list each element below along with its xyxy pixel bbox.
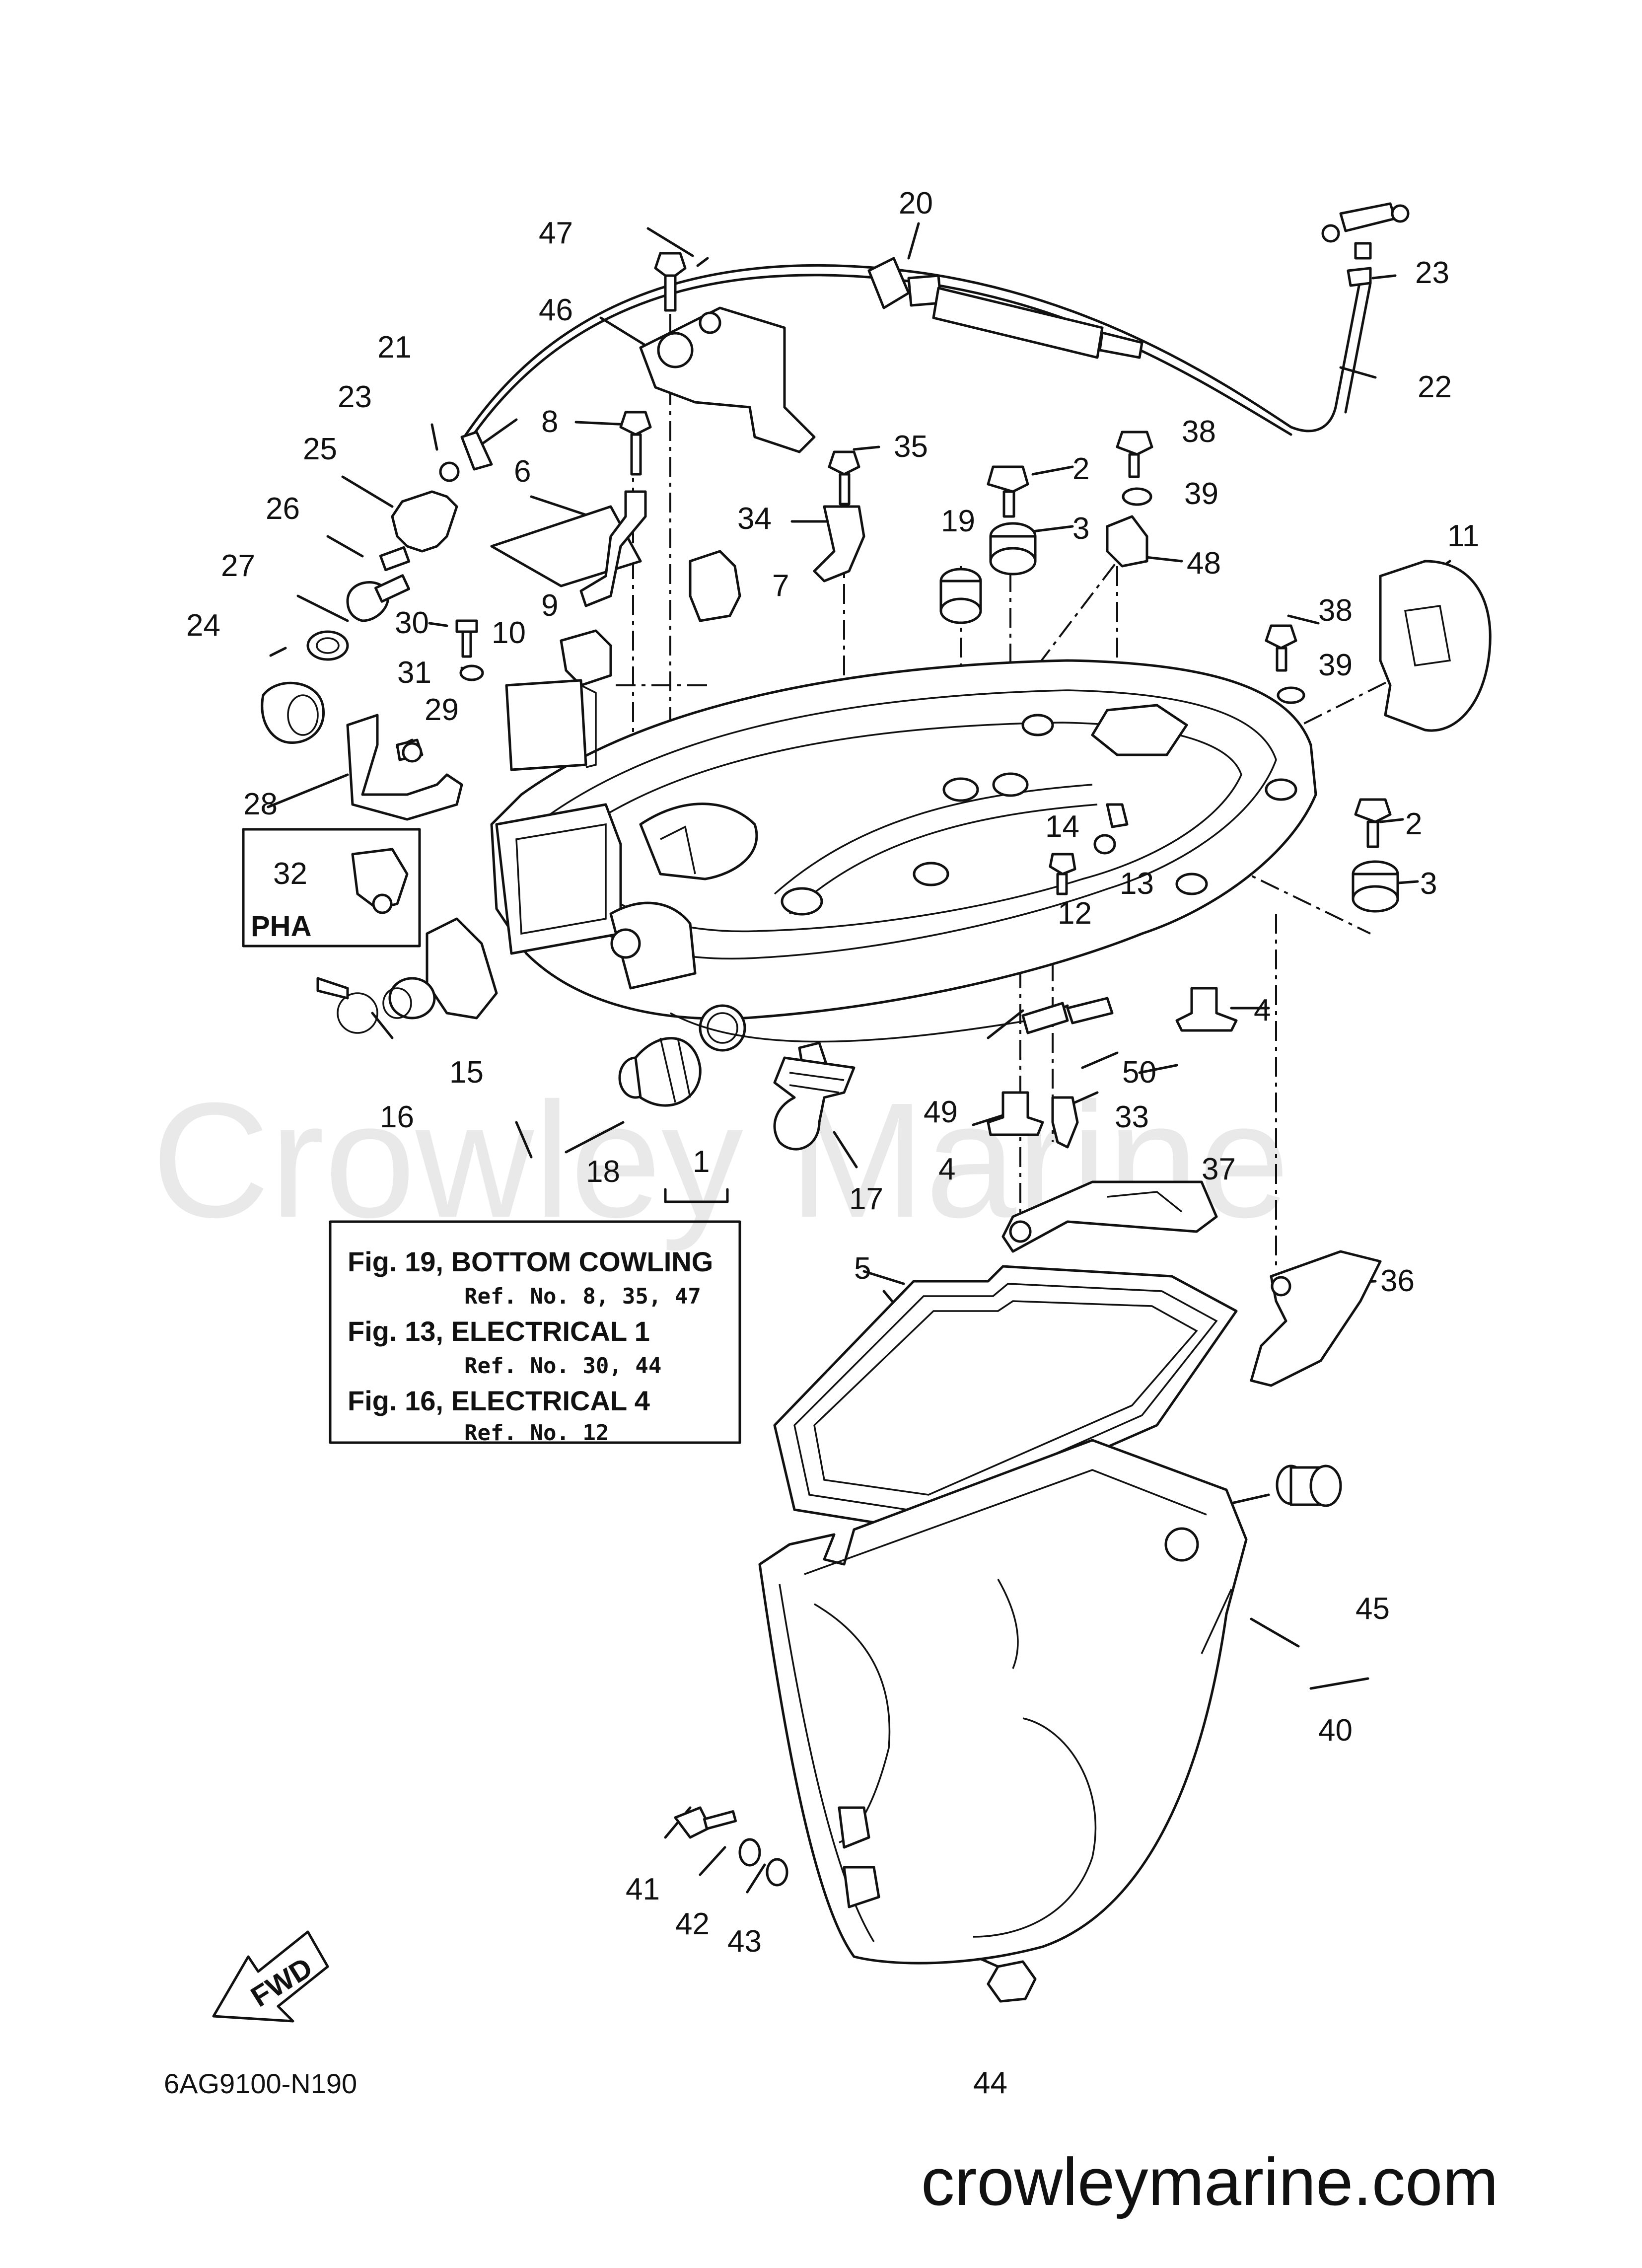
- callout-8: 8: [541, 405, 558, 439]
- callout-31: 31: [397, 656, 431, 690]
- callout-37: 37: [1202, 1152, 1236, 1186]
- website-url: crowleymarine.com: [921, 2144, 1499, 2219]
- callout-30: 30: [395, 606, 429, 640]
- reference-1-title: Fig. 19, BOTTOM COWLING: [348, 1246, 713, 1277]
- callout-44: 44: [973, 2066, 1007, 2100]
- callout-21: 21: [377, 330, 412, 365]
- callout-20: 20: [899, 186, 933, 220]
- reference-3-refs: Ref. No. 12: [464, 1420, 609, 1446]
- callout-33: 33: [1115, 1100, 1149, 1134]
- lower-case: [758, 1439, 1248, 1965]
- callout-22: 22: [1418, 370, 1452, 404]
- callout-36: 36: [1380, 1264, 1415, 1298]
- callout-43: 43: [727, 1924, 762, 1959]
- callout-46: 46: [539, 293, 573, 327]
- lower-gasket: [773, 1265, 1238, 1531]
- callout-39-top: 39: [1184, 477, 1218, 511]
- callout-3-top: 3: [1072, 512, 1089, 546]
- callout-10: 10: [492, 616, 526, 650]
- callout-50: 50: [1122, 1055, 1156, 1090]
- callout-24: 24: [186, 608, 220, 643]
- callout-23-left: 23: [338, 380, 372, 414]
- callout-12: 12: [1058, 896, 1092, 931]
- reference-2-refs: Ref. No. 30, 44: [464, 1353, 661, 1379]
- reference-1-refs: Ref. No. 8, 35, 47: [464, 1284, 701, 1309]
- callout-14: 14: [1045, 809, 1079, 844]
- callout-28: 28: [243, 787, 278, 821]
- callout-4-right: 4: [1254, 993, 1271, 1027]
- callout-41: 41: [626, 1872, 660, 1906]
- reference-2-title: Fig. 13, ELECTRICAL 1: [348, 1316, 650, 1347]
- reference-3-title: Fig. 16, ELECTRICAL 4: [348, 1385, 650, 1416]
- callout-2-top: 2: [1072, 452, 1089, 486]
- callout-4-lower: 4: [938, 1152, 955, 1186]
- callout-39-right: 39: [1318, 648, 1353, 682]
- callout-9: 9: [541, 588, 558, 623]
- callout-1: 1: [693, 1145, 710, 1179]
- callout-27: 27: [221, 549, 255, 583]
- callout-42: 42: [675, 1907, 710, 1941]
- callout-38-top: 38: [1182, 415, 1216, 449]
- callout-labels: 47 20 23 46 21 22 23 8 38 25 35 2 6 39 2…: [186, 186, 1479, 2100]
- reference-box: Fig. 19, BOTTOM COWLING Ref. No. 8, 35, …: [348, 1246, 713, 1446]
- callout-47: 47: [539, 216, 573, 250]
- callout-40: 40: [1318, 1713, 1353, 1748]
- callout-11: 11: [1447, 519, 1479, 553]
- callout-32: 32: [273, 857, 307, 891]
- callout-29: 29: [425, 693, 459, 727]
- callout-3-right: 3: [1420, 867, 1437, 901]
- leader-lines: [267, 222, 1451, 1968]
- callout-17: 17: [849, 1182, 883, 1216]
- callout-13: 13: [1120, 867, 1154, 901]
- callout-2-right: 2: [1405, 807, 1422, 841]
- diagram-code: 6AG9100-N190: [164, 2068, 357, 2099]
- callout-49: 49: [924, 1095, 958, 1129]
- callout-6: 6: [514, 454, 531, 489]
- callout-25: 25: [303, 432, 337, 466]
- callout-19: 19: [941, 504, 975, 538]
- callout-15: 15: [449, 1055, 484, 1090]
- callout-45: 45: [1356, 1592, 1390, 1626]
- callout-34: 34: [737, 502, 772, 536]
- callout-26: 26: [266, 492, 300, 526]
- callout-38-right: 38: [1318, 593, 1353, 628]
- callout-48: 48: [1187, 546, 1221, 581]
- callout-5: 5: [854, 1251, 871, 1286]
- callout-23-top: 23: [1415, 256, 1449, 290]
- small-parts: [212, 202, 1492, 2023]
- callout-35: 35: [894, 430, 928, 464]
- callout-7: 7: [772, 569, 789, 603]
- bottom-cowling-frame: [490, 659, 1317, 1079]
- callout-18: 18: [586, 1155, 620, 1189]
- callout-16: 16: [380, 1100, 414, 1134]
- option-box-label: PHA: [251, 910, 311, 943]
